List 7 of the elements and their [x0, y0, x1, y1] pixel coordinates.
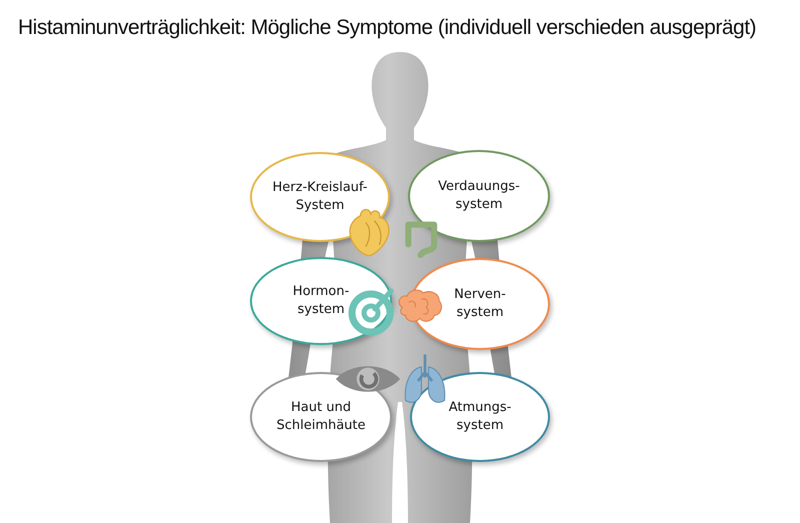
system-label: Herz-Kreislauf-System	[272, 179, 368, 215]
system-label: Verdauungs-system	[437, 178, 521, 214]
system-label: Atmungs-system	[448, 399, 512, 435]
title: Histaminunverträglichkeit: Mögliche Symptome (individuell verschieden ausgeprägt)	[18, 16, 756, 40]
system-label: Haut und Schleimhäute	[275, 399, 367, 435]
system-label: Nerven-system	[453, 286, 507, 322]
system-label: Hormon-system	[292, 283, 350, 319]
